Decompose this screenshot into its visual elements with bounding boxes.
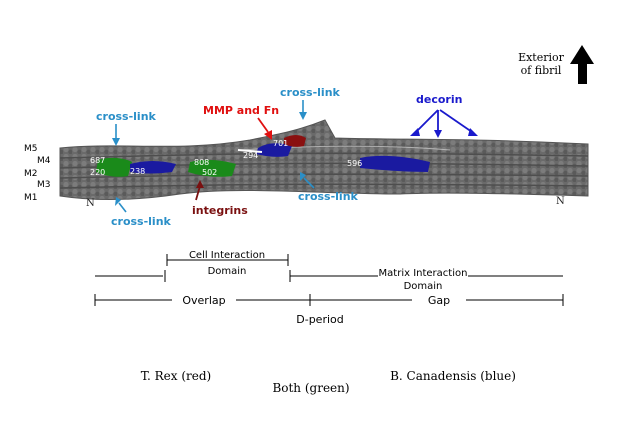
exterior-label-2: of fibril [521,64,562,77]
crosslink-label-bottom-left: cross-link [111,215,172,228]
crosslink-label-top-middle: cross-link [280,86,341,99]
gap-label: Gap [428,294,450,307]
white-marker [237,149,263,153]
mmp-fn-arrow [257,117,269,133]
fibril-body [59,119,589,201]
crosslink-arrow-bottom-left [118,202,127,213]
matrix-domain-label-1: Matrix Interaction [379,268,468,279]
strand-label-m2: M2 [24,169,38,179]
residue-596: 596 [347,159,362,168]
legend-trex: T. Rex (red) [141,369,211,383]
legend-bcanadensis: B. Canadensis (blue) [390,369,516,383]
residue-502: 502 [202,168,217,177]
exterior-arrow [570,45,594,84]
residue-238: 238 [130,167,145,176]
crosslink-label-top-left: cross-link [96,110,157,123]
legend-both: Both (green) [272,381,349,395]
strand-label-m5: M5 [24,144,38,154]
crosslink-label-bottom-middle: cross-link [298,190,359,203]
decorin-arrows [410,109,478,138]
residue-294: 294 [243,151,258,160]
crosslink-arrow-bottom-middle [303,177,315,189]
cell-domain-label-2: Domain [208,266,247,277]
matrix-domain-label-2: Domain [404,281,443,292]
cell-domain-label-1: Cell Interaction [189,250,265,261]
d-period-label: D-period [296,313,343,326]
green-region-left [96,157,132,177]
integrins-label: integrins [192,204,248,217]
strand-label-m1: M1 [24,193,38,203]
residue-220: 220 [90,168,105,177]
blue-region-left [130,161,176,174]
mmp-fn-label: MMP and Fn [203,104,279,117]
strand-label-m3: M3 [37,180,51,190]
residue-687: 687 [90,156,105,165]
overlap-label: Overlap [182,294,225,307]
decorin-label: decorin [416,93,462,106]
residue-701: 701 [273,139,288,148]
n-terminus-left: N [86,198,95,209]
n-terminus-right: N [556,196,565,207]
green-region-middle [188,159,236,177]
blue-region-right [360,155,430,172]
red-region [284,135,306,147]
exterior-label-1: Exterior [518,51,565,64]
colored-regions [96,135,430,177]
integrins-arrow [195,185,201,201]
blue-region-upper [256,143,292,157]
strand-label-m4: M4 [37,156,51,166]
residue-808: 808 [194,158,209,167]
domain-rulers [94,254,564,306]
